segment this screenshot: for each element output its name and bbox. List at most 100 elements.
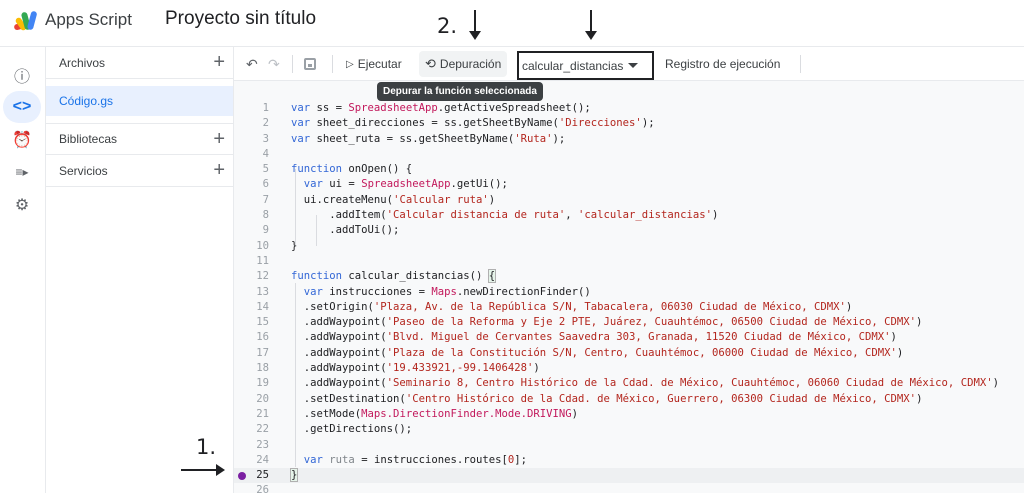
rail-item-triggers[interactable]: ⏰ [3, 124, 41, 156]
line-number[interactable]: 9 [262, 224, 269, 237]
executions-icon: ≡▸ [15, 165, 29, 179]
code-line[interactable]: 11 [234, 254, 1024, 269]
line-number[interactable]: 16 [256, 331, 269, 344]
line-number[interactable]: 24 [256, 453, 269, 466]
code-line[interactable]: 7 ui.createMenu('Calcular ruta') [234, 193, 1024, 208]
code-line[interactable]: 24 var ruta = instrucciones.routes[0]; [234, 453, 1024, 468]
rail-item-settings[interactable]: ⚙ [3, 189, 41, 221]
project-title[interactable]: Proyecto sin título [165, 8, 317, 29]
chevron-down-icon [628, 63, 639, 68]
line-number[interactable]: 21 [256, 407, 269, 420]
services-label: Servicios [59, 163, 108, 178]
code-line[interactable]: 17 .addWaypoint('Plaza de la Constitució… [234, 346, 1024, 361]
line-number[interactable]: 19 [256, 377, 269, 390]
file-item-codigo-gs[interactable]: Código.gs [46, 86, 233, 116]
code-line[interactable]: 15 .addWaypoint('Paseo de la Reforma y E… [234, 315, 1024, 330]
run-label: Ejecutar [357, 57, 402, 71]
add-library-button[interactable]: + [213, 128, 225, 150]
code-line[interactable]: 21 .setMode(Maps.DirectionFinder.Mode.DR… [234, 407, 1024, 422]
save-button[interactable] [304, 47, 316, 81]
line-text: var instrucciones = Maps.newDirectionFin… [303, 285, 591, 298]
debug-tooltip: Depurar la función seleccionada [377, 82, 543, 101]
add-file-button[interactable]: + [213, 51, 225, 73]
line-text: .setDestination('Centro Histórico de la … [291, 392, 923, 405]
code-line[interactable]: 2 var sheet_direcciones = ss.getSheetByNa… [234, 116, 1024, 131]
code-line[interactable]: 20 .setDestination('Centro Histórico de … [234, 392, 1024, 407]
code-line[interactable]: 8 .addItem('Calcular distancia de ruta',… [234, 208, 1024, 223]
line-number[interactable]: 15 [256, 316, 269, 329]
line-number[interactable]: 18 [256, 362, 269, 375]
code-line[interactable]: 6 var ui = SpreadsheetApp.getUi(); [234, 177, 1024, 192]
code-line[interactable]: 10} [234, 239, 1024, 254]
line-number[interactable]: 8 [262, 209, 269, 222]
code-line[interactable]: 16 .addWaypoint('Blvd. Miguel de Cervant… [234, 330, 1024, 345]
indent-guide [295, 283, 296, 467]
top-bar: Apps Script Proyecto sin título 2. [0, 0, 1024, 46]
line-text: .getDirections(); [291, 423, 413, 436]
code-line[interactable]: 18 .addWaypoint('19.433921,-99.1406428') [234, 361, 1024, 376]
file-name: Código.gs [59, 94, 114, 108]
line-number[interactable]: 6 [262, 178, 269, 191]
code-lines: 1 var ss = SpreadsheetApp.getActiveSpread… [234, 101, 1024, 499]
function-select[interactable]: calcular_distancias [517, 51, 654, 80]
line-number[interactable]: 14 [256, 300, 269, 313]
line-text: .addToUi(); [291, 224, 400, 237]
execution-log-label: Registro de ejecución [665, 57, 781, 71]
code-line[interactable]: 19 .addWaypoint('Seminario 8, Centro His… [234, 376, 1024, 391]
code-line[interactable]: 22 .getDirections(); [234, 422, 1024, 437]
line-number[interactable]: 1 [262, 102, 269, 114]
line-text: var ss = SpreadsheetApp.getActiveSpreads… [291, 102, 591, 114]
rail-item-executions[interactable]: ≡▸ [3, 156, 41, 188]
code-line[interactable]: 9 .addToUi(); [234, 223, 1024, 238]
annotation-arrow-breakpoint [181, 464, 225, 476]
code-line[interactable]: 26 [234, 483, 1024, 498]
libraries-label: Bibliotecas [59, 132, 118, 146]
line-number[interactable]: 2 [262, 117, 269, 130]
line-number[interactable]: 23 [256, 438, 269, 451]
run-button[interactable]: ▷ Ejecutar [346, 47, 402, 81]
line-number[interactable]: 13 [256, 285, 269, 298]
line-number[interactable]: 10 [256, 239, 269, 252]
line-number[interactable]: 11 [256, 254, 269, 267]
code-line[interactable]: 1 var ss = SpreadsheetApp.getActiveSpread… [234, 101, 1024, 116]
undo-button[interactable]: ↶ [246, 47, 258, 81]
line-text: .addWaypoint('Seminario 8, Centro Histór… [291, 377, 999, 390]
code-line[interactable]: 5 function onOpen() { [234, 162, 1024, 177]
execution-log-button[interactable]: Registro de ejecución [665, 47, 780, 81]
indent-guide [316, 215, 317, 246]
code-line[interactable]: 4 [234, 147, 1024, 162]
undo-icon: ↶ [246, 55, 258, 72]
line-text: } [291, 239, 298, 252]
line-number[interactable]: 3 [262, 132, 269, 145]
rail-item-editor[interactable]: <> [3, 91, 41, 123]
line-number[interactable]: 22 [256, 423, 269, 436]
line-number[interactable]: 17 [256, 346, 269, 359]
breakpoint-icon[interactable] [238, 472, 246, 481]
annotation-arrow-debug [469, 10, 481, 40]
redo-button[interactable]: ↷ [268, 47, 280, 81]
line-number[interactable]: 5 [262, 163, 269, 176]
files-header: Archivos + [46, 47, 233, 79]
code-line[interactable]: 25} [234, 468, 1024, 484]
line-text: var sheet_direcciones = ss.getSheetByNam… [291, 117, 655, 130]
code-line[interactable]: 14 .setOrigin('Plaza, Av. de la Repúblic… [234, 300, 1024, 315]
line-number[interactable]: 26 [256, 484, 269, 497]
editor-toolbar: ↶ ↷ ▷ Ejecutar ⟲ Depuración calcular_dis… [234, 46, 1024, 81]
line-number[interactable]: 12 [256, 270, 269, 283]
line-text: .addItem('Calcular distancia de ruta', '… [291, 209, 719, 222]
line-text: function onOpen() { [291, 163, 413, 176]
line-number[interactable]: 20 [256, 392, 269, 405]
line-text: .setOrigin('Plaza, Av. de la República S… [291, 300, 853, 313]
debug-button[interactable]: ⟲ Depuración [419, 51, 508, 77]
line-number[interactable]: 7 [262, 193, 269, 206]
apps-script-logo-icon [14, 11, 37, 31]
add-service-button[interactable]: + [213, 159, 225, 181]
line-number[interactable]: 25 [256, 469, 269, 482]
code-line[interactable]: 13 var instrucciones = Maps.newDirection… [234, 285, 1024, 300]
code-line[interactable]: 23 [234, 438, 1024, 453]
line-number[interactable]: 4 [262, 147, 269, 160]
code-editor[interactable]: 1 var ss = SpreadsheetApp.getActiveSpread… [234, 81, 1024, 496]
rail-item-overview[interactable]: ⓘ [3, 59, 41, 91]
